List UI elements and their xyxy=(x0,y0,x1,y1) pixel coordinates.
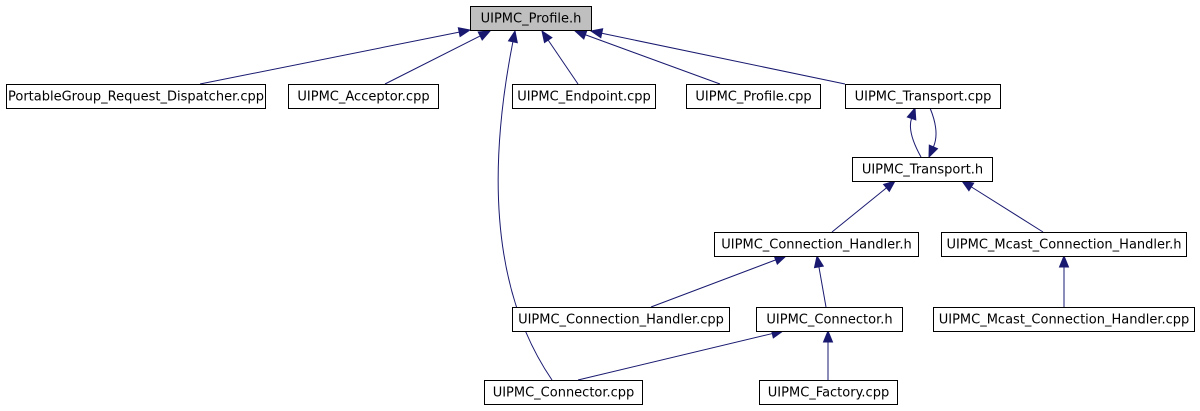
node-label: UIPMC_Transport.h xyxy=(862,163,983,178)
arrowhead-icon xyxy=(541,29,553,44)
node-label: UIPMC_Connection_Handler.h xyxy=(721,238,911,253)
edge-line xyxy=(199,31,460,85)
edge-n2-n0 xyxy=(384,30,492,85)
node-label: UIPMC_Profile.cpp xyxy=(695,90,811,105)
node-box xyxy=(512,84,656,109)
node-portablegroup-request-dispatcher-cpp[interactable]: PortableGroup_Request_Dispatcher.cpp xyxy=(6,84,266,109)
node-uipmc-transport-h[interactable]: UIPMC_Transport.h xyxy=(852,157,993,182)
arrowhead-icon xyxy=(813,254,825,269)
node-label: UIPMC_Connector.cpp xyxy=(493,386,635,401)
node-box xyxy=(512,307,730,332)
edge-line xyxy=(818,266,827,308)
edge-n12-n0 xyxy=(497,29,553,381)
node-label: UIPMC_Endpoint.cpp xyxy=(517,90,651,105)
node-uipmc-acceptor-cpp[interactable]: UIPMC_Acceptor.cpp xyxy=(288,84,439,109)
arrowhead-icon xyxy=(960,180,975,192)
arrowhead-icon xyxy=(507,29,518,44)
node-label: UIPMC_Connection_Handler.cpp xyxy=(518,313,724,328)
edge-line xyxy=(384,35,481,85)
edge-n6-n5 xyxy=(906,106,922,158)
node-label: PortableGroup_Request_Dispatcher.cpp xyxy=(8,90,264,105)
node-uipmc-endpoint-cpp[interactable]: UIPMC_Endpoint.cpp xyxy=(512,84,656,109)
nodes-layer: UIPMC_Profile.hPortableGroup_Request_Dis… xyxy=(6,6,1195,405)
edge-n12-n10 xyxy=(577,328,785,381)
edge-n11-n8 xyxy=(1058,254,1070,307)
arrowhead-icon xyxy=(457,27,472,38)
edge-line xyxy=(929,107,937,148)
node-uipmc-profile-h: UIPMC_Profile.h xyxy=(470,6,592,31)
node-box xyxy=(714,232,919,257)
node-box xyxy=(933,307,1195,332)
node-label: UIPMC_Factory.cpp xyxy=(768,386,889,401)
node-label: UIPMC_Mcast_Connection_Handler.cpp xyxy=(939,313,1190,328)
edge-n7-n6 xyxy=(831,180,897,233)
edges-layer xyxy=(199,27,1070,381)
edge-line xyxy=(650,259,776,308)
edge-line xyxy=(577,333,773,381)
edge-n13-n10 xyxy=(822,329,834,380)
node-uipmc-connector-h[interactable]: UIPMC_Connector.h xyxy=(756,307,903,332)
node-label: UIPMC_Connector.h xyxy=(766,313,892,328)
edge-n5-n0 xyxy=(589,28,846,85)
arrowhead-icon xyxy=(928,144,939,159)
edge-line xyxy=(585,34,721,85)
node-uipmc-profile-cpp[interactable]: UIPMC_Profile.cpp xyxy=(686,84,821,109)
node-label: UIPMC_Profile.h xyxy=(481,12,582,27)
arrowhead-icon xyxy=(573,29,588,40)
node-box xyxy=(686,84,821,109)
edge-n9-n7 xyxy=(650,255,788,308)
node-box xyxy=(288,84,439,109)
node-box xyxy=(845,84,1001,109)
node-label: UIPMC_Acceptor.cpp xyxy=(297,90,429,105)
node-label: UIPMC_Transport.cpp xyxy=(855,90,992,105)
edge-n5-n6 xyxy=(928,107,939,159)
edge-line xyxy=(971,186,1044,233)
edge-n3-n0 xyxy=(541,29,579,85)
edge-line xyxy=(909,118,922,158)
node-uipmc-connector-cpp[interactable]: UIPMC_Connector.cpp xyxy=(484,380,643,405)
node-box xyxy=(756,307,903,332)
node-box xyxy=(470,6,592,31)
arrowhead-icon xyxy=(822,329,834,343)
arrowhead-icon xyxy=(906,106,917,121)
arrowhead-icon xyxy=(882,180,897,193)
edge-n10-n7 xyxy=(813,254,827,308)
node-box xyxy=(941,232,1187,257)
edge-line xyxy=(497,41,553,381)
node-uipmc-mcast-connection-handler-h[interactable]: UIPMC_Mcast_Connection_Handler.h xyxy=(941,232,1187,257)
edge-line xyxy=(547,39,579,85)
edge-line xyxy=(601,32,846,85)
node-box xyxy=(852,157,993,182)
node-box xyxy=(759,380,898,405)
node-box xyxy=(484,380,643,405)
arrowhead-icon xyxy=(477,30,492,41)
edge-line xyxy=(831,187,887,233)
arrowhead-icon xyxy=(1058,254,1070,268)
edge-n1-n0 xyxy=(199,27,472,85)
node-uipmc-mcast-connection-handler-cpp[interactable]: UIPMC_Mcast_Connection_Handler.cpp xyxy=(933,307,1195,332)
node-uipmc-factory-cpp[interactable]: UIPMC_Factory.cpp xyxy=(759,380,898,405)
node-uipmc-transport-cpp[interactable]: UIPMC_Transport.cpp xyxy=(845,84,1001,109)
node-uipmc-connection-handler-h[interactable]: UIPMC_Connection_Handler.h xyxy=(714,232,919,257)
arrowhead-icon xyxy=(589,28,604,39)
node-box xyxy=(6,84,266,109)
node-uipmc-connection-handler-cpp[interactable]: UIPMC_Connection_Handler.cpp xyxy=(512,307,730,332)
node-label: UIPMC_Mcast_Connection_Handler.h xyxy=(946,238,1181,253)
edge-n8-n6 xyxy=(960,180,1044,233)
edge-n4-n0 xyxy=(573,29,721,85)
